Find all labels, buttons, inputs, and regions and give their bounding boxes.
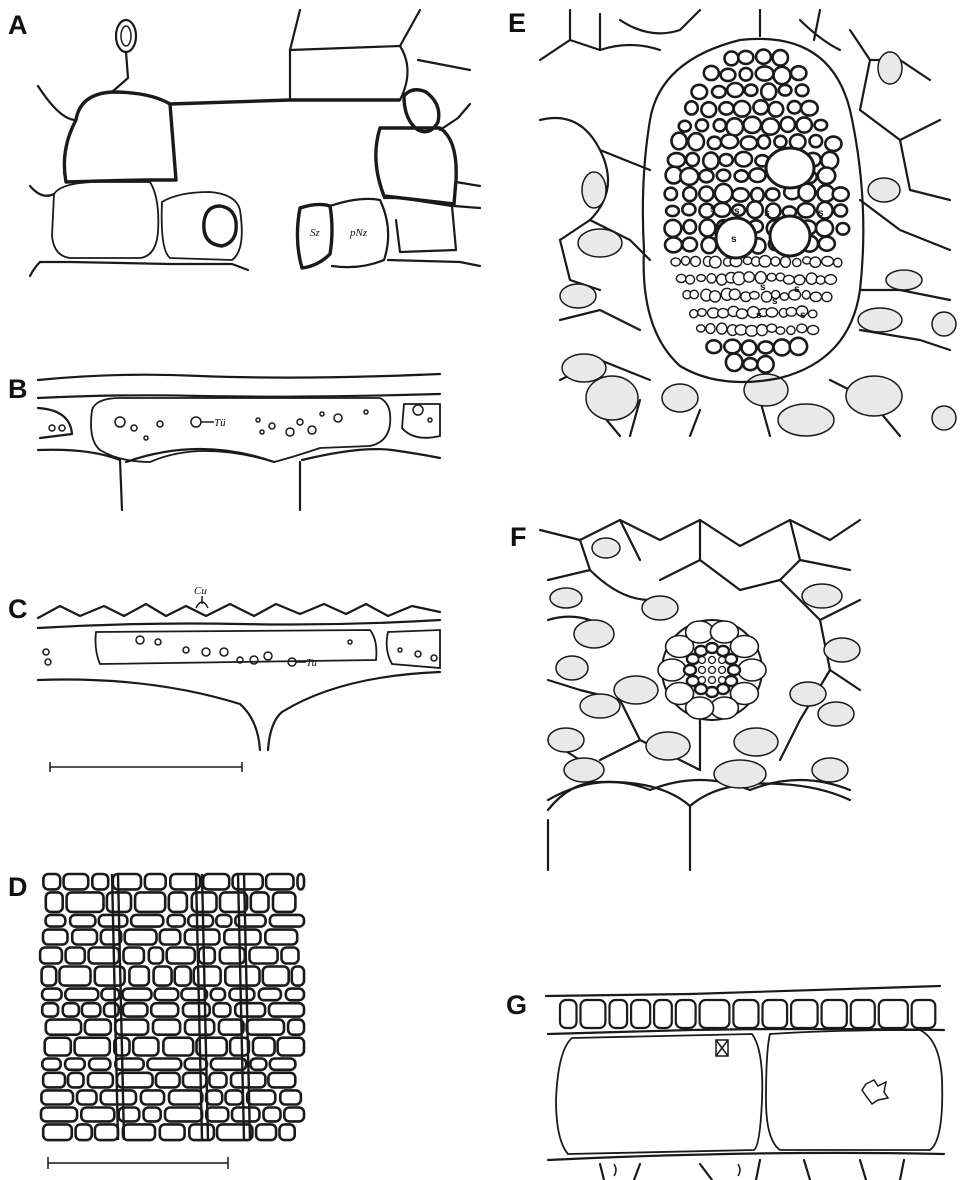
panel-label-g: G [506, 990, 527, 1020]
label-s-8: s [794, 284, 800, 295]
panel-g-drawing: G [506, 986, 944, 1180]
label-s-2: s [764, 208, 770, 219]
label-s-1: s [731, 234, 737, 245]
panel-d-drawing: D [8, 872, 304, 1169]
label-s-10: s [756, 310, 762, 321]
d-wall-mesh [40, 874, 304, 1140]
label-s-3: s [734, 206, 740, 217]
panel-label-c: C [8, 594, 28, 624]
scale-bar-2 [48, 1157, 228, 1169]
panel-label-b: B [8, 374, 28, 404]
g-epidermis-cells [560, 1000, 935, 1028]
label-sz: Sz [310, 227, 321, 239]
panel-f-drawing: F [510, 520, 860, 870]
panel-c-drawing: C Cu Tu [8, 585, 440, 772]
label-pnz: pNz [349, 227, 368, 239]
label-s-6: s [760, 282, 766, 293]
f-vascular-bundle [658, 620, 766, 720]
label-s-4: s [818, 208, 824, 219]
scale-bar-1 [50, 762, 242, 772]
label-s-5: s [710, 204, 716, 215]
label-cu: Cu [194, 585, 207, 597]
label-tu-c: Tu [306, 657, 318, 669]
label-tu-b: Tü [214, 417, 226, 429]
panel-label-a: A [8, 10, 28, 40]
label-s-7: s [772, 296, 778, 307]
panel-a-drawing: A Sz pNz [8, 10, 480, 276]
panel-label-e: E [508, 8, 526, 38]
panel-e-drawing: E [508, 8, 956, 436]
label-s-9: s [800, 310, 806, 321]
panel-label-f: F [510, 522, 527, 552]
panel-label-d: D [8, 872, 28, 902]
panel-b-drawing: B Tü [8, 374, 440, 510]
